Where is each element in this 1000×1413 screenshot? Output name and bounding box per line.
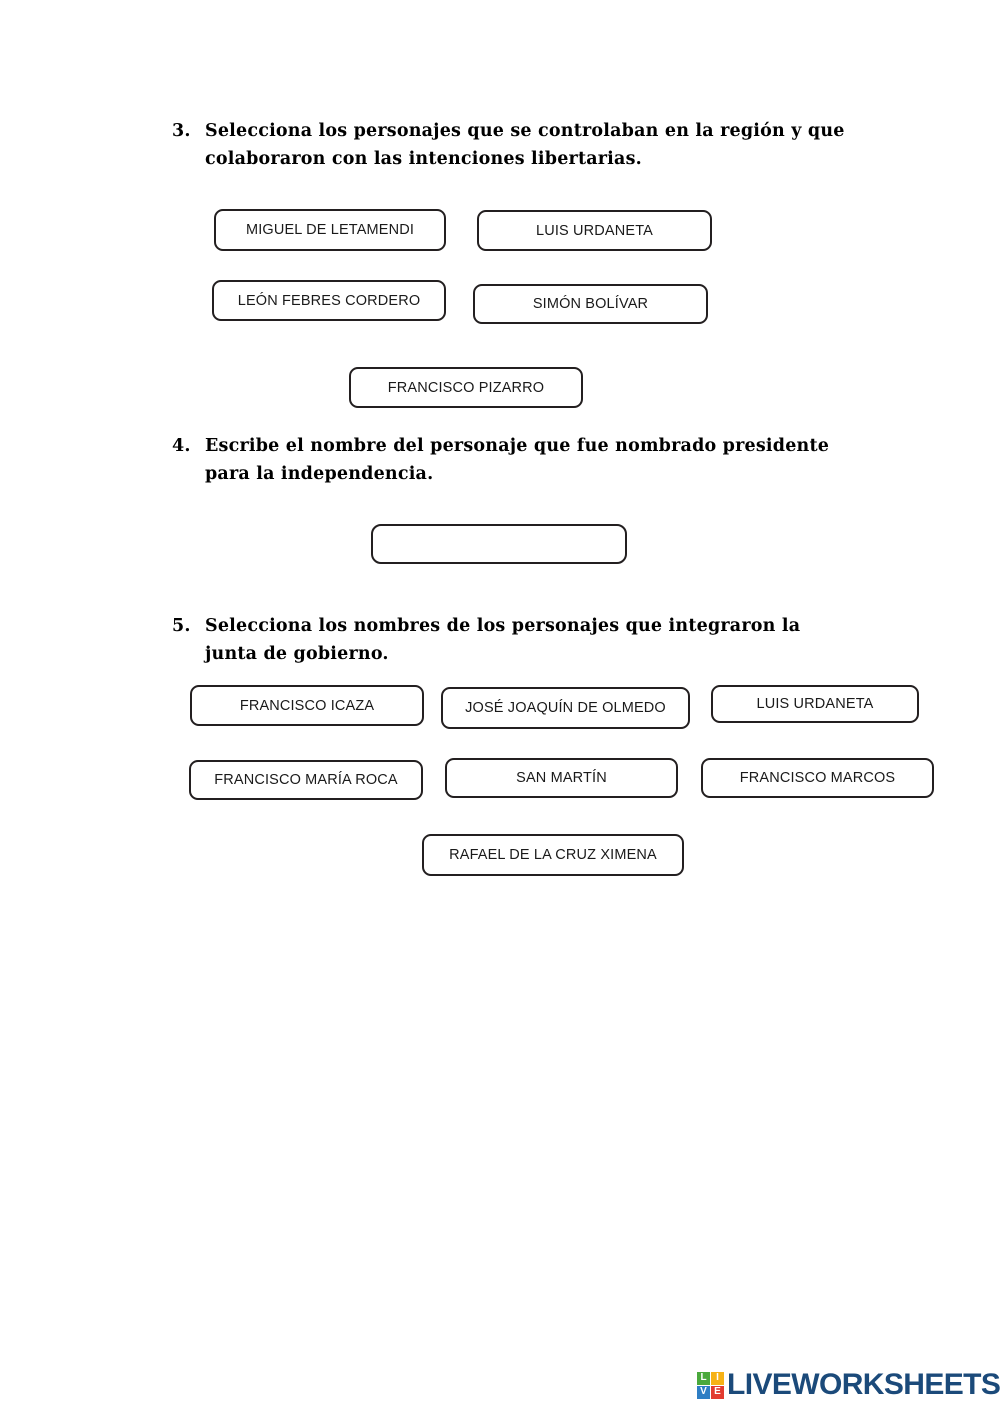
- question-4-number: 4.: [172, 436, 191, 456]
- question-5-heading: 5. Selecciona los nombres de los persona…: [172, 612, 832, 668]
- option-francisco-icaza[interactable]: FRANCISCO ICAZA: [190, 685, 424, 726]
- option-simon-bolivar[interactable]: SIMÓN BOLÍVAR: [473, 284, 708, 324]
- liveworksheets-logo-tiles: L I V E: [697, 1371, 724, 1399]
- option-jose-joaquin-de-olmedo[interactable]: JOSÉ JOAQUÍN DE OLMEDO: [441, 687, 690, 729]
- option-leon-febres-cordero[interactable]: LEÓN FEBRES CORDERO: [212, 280, 446, 321]
- question-5-text: Selecciona los nombres de los personajes…: [205, 616, 801, 664]
- liveworksheets-wordmark: LIVEWORKSHEETS: [727, 1368, 1000, 1401]
- question-5-number: 5.: [172, 616, 191, 636]
- question-3-heading: 3. Selecciona los personajes que se cont…: [172, 117, 862, 173]
- logo-tile-e: E: [711, 1385, 724, 1399]
- question-3-number: 3.: [172, 121, 191, 141]
- question-4-text: Escribe el nombre del personaje que fue …: [205, 436, 830, 484]
- question-3-text: Selecciona los personajes que se control…: [205, 121, 845, 169]
- option-luis-urdaneta-q3[interactable]: LUIS URDANETA: [477, 210, 712, 251]
- question-4-heading: 4. Escribe el nombre del personaje que f…: [172, 432, 862, 488]
- option-rafael-de-la-cruz-ximena[interactable]: RAFAEL DE LA CRUZ XIMENA: [422, 834, 684, 876]
- option-miguel-de-letamendi[interactable]: MIGUEL DE LETAMENDI: [214, 209, 446, 251]
- option-san-martin[interactable]: SAN MARTÍN: [445, 758, 678, 798]
- option-francisco-marcos[interactable]: FRANCISCO MARCOS: [701, 758, 934, 798]
- question-4-answer-input[interactable]: [371, 524, 627, 564]
- liveworksheets-logo: L I V E LIVEWORKSHEETS: [697, 1366, 1000, 1404]
- logo-tile-l: L: [697, 1371, 710, 1385]
- option-luis-urdaneta-q5[interactable]: LUIS URDANETA: [711, 685, 919, 723]
- logo-tile-v: V: [697, 1385, 710, 1399]
- option-francisco-maria-roca[interactable]: FRANCISCO MARÍA ROCA: [189, 760, 423, 800]
- logo-tile-i: I: [711, 1371, 724, 1385]
- option-francisco-pizarro[interactable]: FRANCISCO PIZARRO: [349, 367, 583, 408]
